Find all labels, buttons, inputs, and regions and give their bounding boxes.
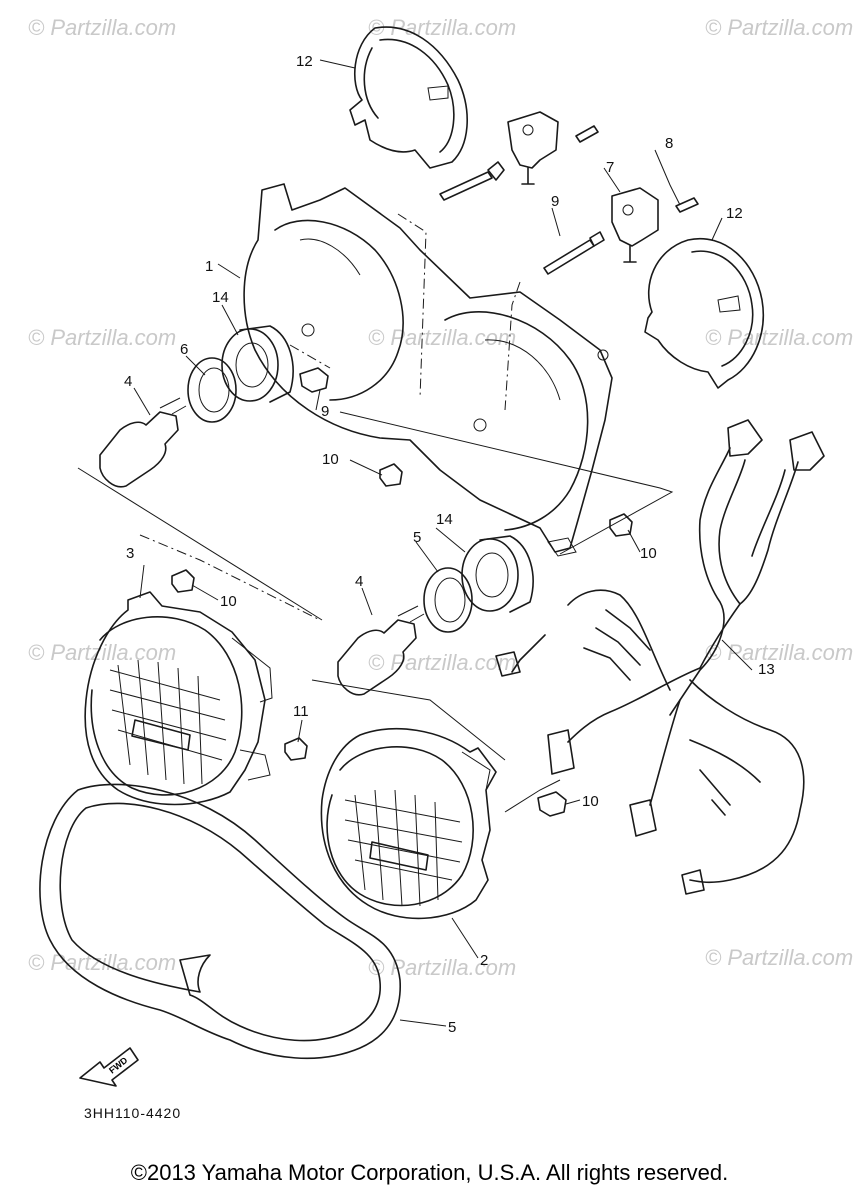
part-7-bolts — [575, 125, 699, 213]
callout-10: 10 — [220, 593, 237, 610]
watermark: © Partzilla.com — [368, 955, 516, 980]
diagram-code: 3HH110-4420 — [84, 1105, 181, 1121]
group-lines-upper — [77, 411, 674, 621]
lens-pattern-right — [344, 789, 463, 907]
callout-14: 14 — [212, 289, 229, 306]
leader-lines — [133, 59, 753, 1027]
reference-lines — [139, 213, 521, 621]
watermark: © Partzilla.com — [705, 945, 853, 970]
part-1-housing — [243, 183, 613, 557]
callout-1: 1 — [205, 258, 213, 275]
callout-10: 10 — [640, 545, 657, 562]
callout-6: 7 — [606, 159, 614, 176]
callout-3: 3 — [126, 545, 134, 562]
part-12-rim-upper — [349, 26, 468, 169]
callout-8: 9 — [551, 193, 559, 210]
watermark: © Partzilla.com — [705, 640, 853, 665]
fwd-arrow: FWD — [79, 1047, 139, 1087]
part-14-socket-upper — [221, 325, 294, 403]
callout-9: 9 — [321, 403, 329, 420]
lens-pattern-left — [109, 659, 227, 785]
callout-5: 5 — [413, 529, 421, 546]
callout-12: 12 — [726, 205, 743, 222]
callout-7: 8 — [665, 135, 673, 152]
part-8-bolts — [439, 161, 605, 275]
callout-12: 12 — [296, 53, 313, 70]
callout-10: 10 — [322, 451, 339, 468]
callout-11: 5 — [448, 1019, 456, 1036]
part-11-bezel — [39, 783, 401, 1060]
callout-13: 13 — [758, 661, 775, 678]
part-3-headlight-left — [84, 591, 273, 806]
callout-10: 11 — [293, 703, 309, 720]
callout-5: 6 — [180, 341, 188, 358]
watermark: © Partzilla.com — [368, 650, 516, 675]
part-9-socket-upper — [299, 367, 329, 393]
callout-4: 4 — [124, 373, 132, 390]
callout-14: 14 — [436, 511, 453, 528]
fwd-label: FWD — [107, 1055, 130, 1076]
group-lines-lower — [311, 679, 561, 813]
part-5-ring-lower — [423, 567, 473, 633]
watermark: © Partzilla.com — [705, 325, 853, 350]
watermarks: © Partzilla.com © Partzilla.com © Partzi… — [28, 15, 853, 980]
part-2-headlight-right — [320, 728, 497, 920]
part-13-harness — [495, 419, 825, 895]
part-9-socket-lower — [537, 791, 567, 817]
copyright-footer: ©2013 Yamaha Motor Corporation, U.S.A. A… — [130, 1160, 729, 1185]
part-5-ring-upper — [187, 357, 237, 423]
part-4-bulb-lower — [337, 605, 425, 696]
watermark: © Partzilla.com — [705, 15, 853, 40]
callout-4: 4 — [355, 573, 363, 590]
part-6-brackets — [507, 111, 659, 263]
callout-2: 2 — [480, 952, 488, 969]
part-10-grommets — [171, 463, 633, 761]
watermark: © Partzilla.com — [28, 15, 176, 40]
part-4-bulb-upper — [99, 397, 187, 488]
watermark: © Partzilla.com — [28, 325, 176, 350]
callout-9: 10 — [582, 793, 599, 810]
callouts: 12 1 14 6 4 8 7 9 12 9 10 10 10 11 3 14 … — [124, 53, 775, 1036]
part-12-rim-right — [644, 237, 764, 389]
watermark: © Partzilla.com — [368, 325, 516, 350]
